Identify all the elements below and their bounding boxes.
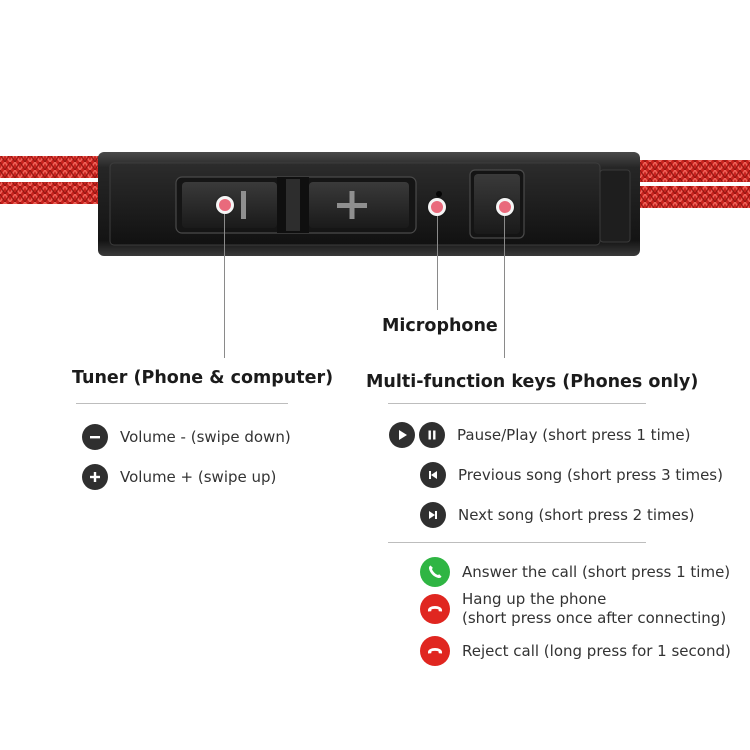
cable-left <box>0 156 110 204</box>
list-item-label: Volume + (swipe up) <box>120 468 277 486</box>
remote-illustration <box>0 152 750 256</box>
list-item-previous-song: Previous song (short press 3 times) <box>420 462 723 488</box>
tuner-heading: Tuner (Phone & computer) <box>72 368 334 388</box>
list-item-label: Previous song (short press 3 times) <box>458 466 723 484</box>
list-item-sublabel: (short press once after connecting) <box>462 609 727 627</box>
multi-function-heading: Multi-function keys (Phones only) <box>366 372 699 392</box>
list-item-pause-play: Pause/Play (short press 1 time) <box>389 422 690 448</box>
multi-function-divider <box>388 403 646 404</box>
list-item-label: Answer the call (short press 1 time) <box>462 563 731 581</box>
list-item-label: Volume - (swipe down) <box>120 428 291 446</box>
list-item-label: Hang up the phone <box>462 590 607 608</box>
microphone-leader-line <box>437 216 438 310</box>
plus-icon <box>82 464 108 490</box>
hang-up-icon <box>420 594 450 624</box>
pause-icon <box>419 422 445 448</box>
list-item-label: Reject call (long press for 1 second) <box>462 642 731 660</box>
list-item-volume-down: Volume - (swipe down) <box>82 424 291 450</box>
list-item-answer-call: Answer the call (short press 1 time) <box>420 557 730 587</box>
play-icon <box>389 422 415 448</box>
tuner-divider <box>76 403 288 404</box>
call-divider <box>388 542 646 543</box>
reject-call-icon <box>420 636 450 666</box>
microphone-label: Microphone <box>382 316 498 336</box>
list-item-volume-up: Volume + (swipe up) <box>82 464 276 490</box>
answer-call-icon <box>420 557 450 587</box>
minus-icon <box>82 424 108 450</box>
volume-leader-line <box>224 214 225 358</box>
volume-marker <box>216 196 234 214</box>
list-item-label: Next song (short press 2 times) <box>458 506 695 524</box>
microphone-marker <box>428 198 446 216</box>
multi-key-marker <box>496 198 514 216</box>
list-item-next-song: Next song (short press 2 times) <box>420 502 695 528</box>
volume-rocker <box>175 176 417 234</box>
microphone-hole <box>436 191 442 197</box>
cable-right <box>625 160 750 208</box>
next-track-icon <box>420 502 446 528</box>
list-item-reject-call: Reject call (long press for 1 second) <box>420 636 731 666</box>
list-item-hang-up: Hang up the phone (short press once afte… <box>420 590 726 628</box>
list-item-label: Pause/Play (short press 1 time) <box>457 426 691 444</box>
previous-track-icon <box>420 462 446 488</box>
multi-key-leader-line <box>504 216 505 358</box>
